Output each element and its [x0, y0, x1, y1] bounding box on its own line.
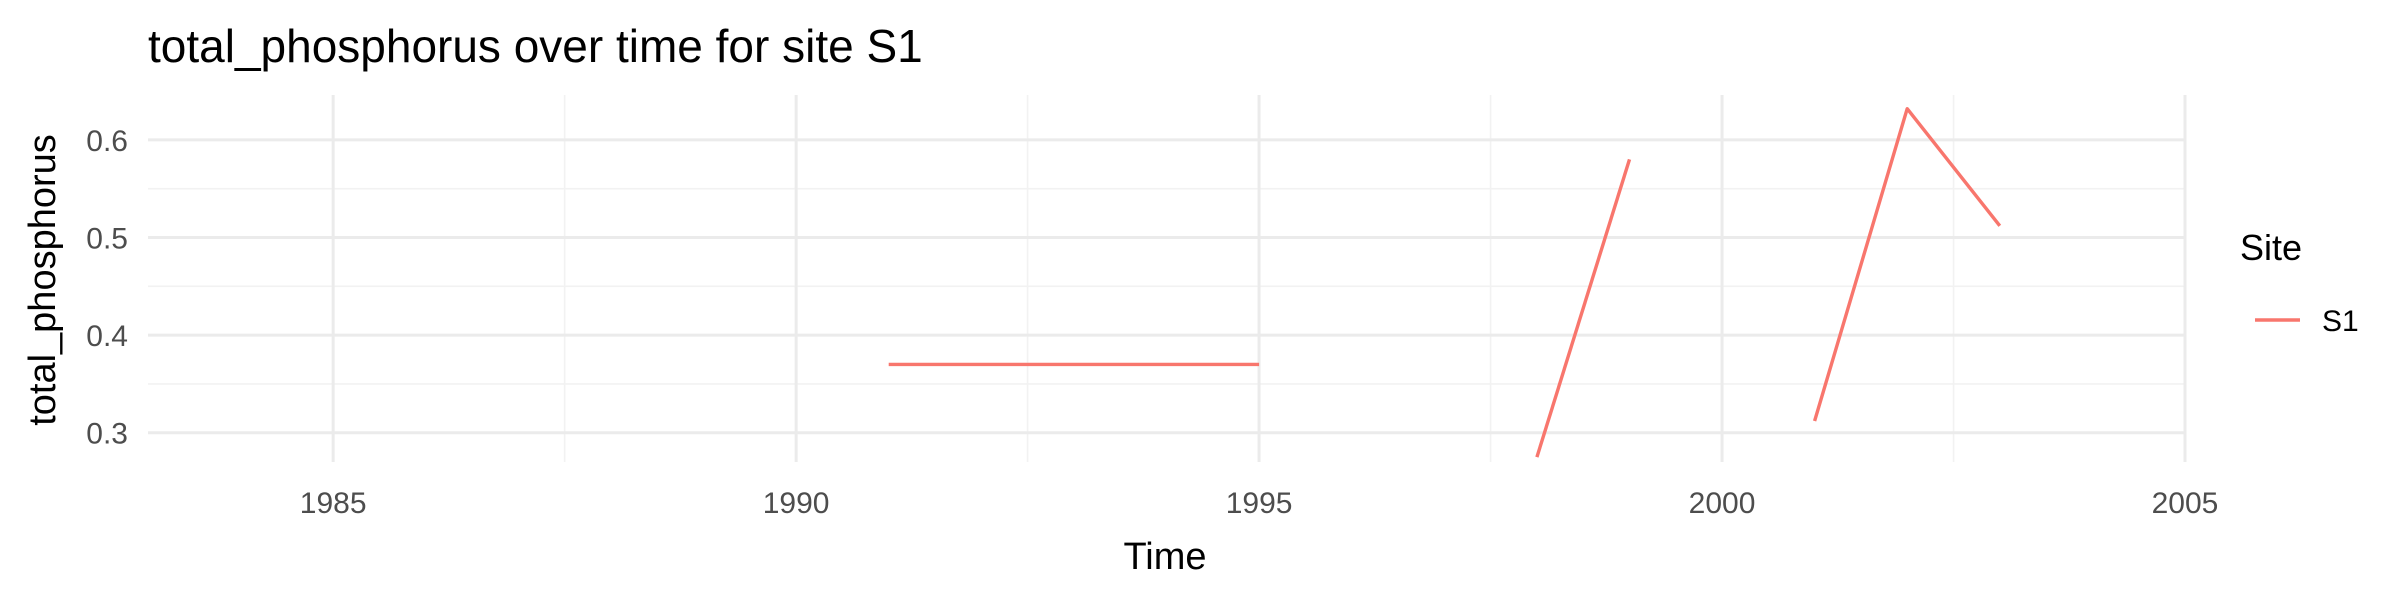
plot-panel — [148, 95, 2187, 462]
x-axis-ticks: 1985 1990 1995 2000 2005 — [300, 487, 2219, 520]
y-tick-label: 0.6 — [86, 125, 128, 158]
y-tick-label: 0.4 — [86, 320, 128, 353]
x-tick-label: 1995 — [1226, 487, 1293, 520]
legend: Site S1 — [2240, 227, 2359, 338]
x-tick-label: 2000 — [1689, 487, 1756, 520]
y-tick-label: 0.3 — [86, 418, 128, 451]
x-tick-label: 1990 — [763, 487, 830, 520]
y-tick-label: 0.5 — [86, 223, 128, 256]
minor-gridlines — [148, 95, 2185, 462]
legend-title: Site — [2240, 227, 2302, 268]
series-line-segment — [1535, 158, 1632, 458]
x-tick-label: 1985 — [300, 487, 367, 520]
chart-title: total_phosphorus over time for site S1 — [148, 20, 923, 72]
series-lines — [888, 106, 2002, 458]
x-tick-label: 2005 — [2152, 487, 2219, 520]
y-axis-title: total_phosphorus — [22, 134, 64, 426]
legend-label: S1 — [2322, 305, 2359, 338]
legend-items: S1 — [2255, 305, 2359, 338]
x-axis-title: Time — [1123, 536, 1206, 578]
y-axis-ticks: 0.3 0.4 0.5 0.6 — [86, 125, 128, 451]
series-line-segment — [1812, 106, 2002, 422]
major-gridlines — [148, 95, 2187, 462]
